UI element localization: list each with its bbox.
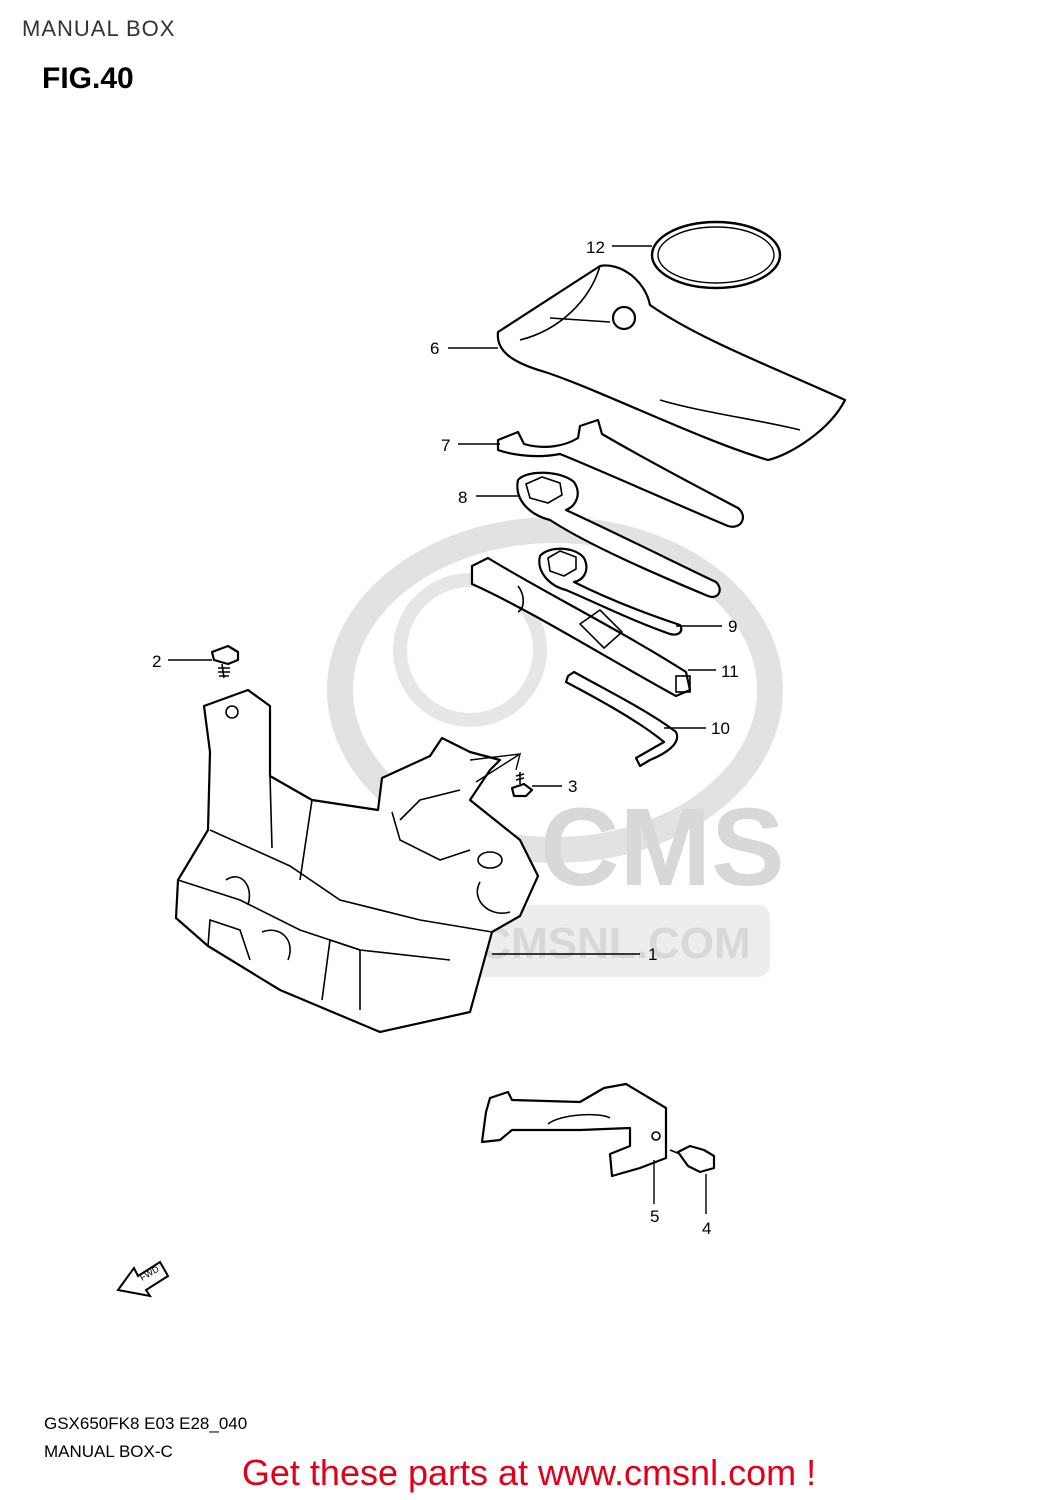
section-name: MANUAL BOX-C <box>44 1442 173 1461</box>
part-10-hex-key <box>564 670 679 768</box>
callout-8: 8 <box>458 488 467 507</box>
fwd-arrow-icon: FWD <box>116 1260 170 1298</box>
part-5-bracket <box>480 1082 668 1178</box>
callout-6: 6 <box>430 339 439 358</box>
callout-labels: 1 2 3 4 5 6 7 8 9 10 11 12 <box>152 238 739 1238</box>
callout-10: 10 <box>711 719 730 738</box>
part-7-spanner <box>496 418 745 528</box>
leader-lines <box>168 245 722 1214</box>
callout-1: 1 <box>648 945 657 964</box>
cta-link[interactable]: Get these parts at www.cmsnl.com ! <box>241 1452 817 1493</box>
part-3-screw <box>510 772 534 798</box>
part-4-bolt <box>669 1144 716 1174</box>
callout-11: 11 <box>721 662 739 681</box>
part-2-bolt <box>210 644 240 679</box>
callout-9: 9 <box>728 617 737 636</box>
part-1-manual-box <box>174 688 540 1034</box>
callout-2: 2 <box>152 652 161 671</box>
watermark-logo-text: CMS <box>540 786 784 909</box>
callout-5: 5 <box>650 1207 659 1226</box>
callout-7: 7 <box>441 436 450 455</box>
part-12-band <box>650 220 782 290</box>
callout-12: 12 <box>586 238 605 257</box>
part-6-tool-bag <box>496 264 847 462</box>
model-code: GSX650FK8 E03 E28_040 <box>44 1414 248 1433</box>
part-9-wrench <box>538 547 683 636</box>
page-header-title: MANUAL BOX <box>22 16 176 41</box>
figure-label: FIG.40 <box>42 62 134 95</box>
callout-3: 3 <box>568 777 577 796</box>
part-8-box-wrench <box>516 471 721 598</box>
part-11-handle <box>470 556 692 698</box>
callout-4: 4 <box>702 1219 711 1238</box>
